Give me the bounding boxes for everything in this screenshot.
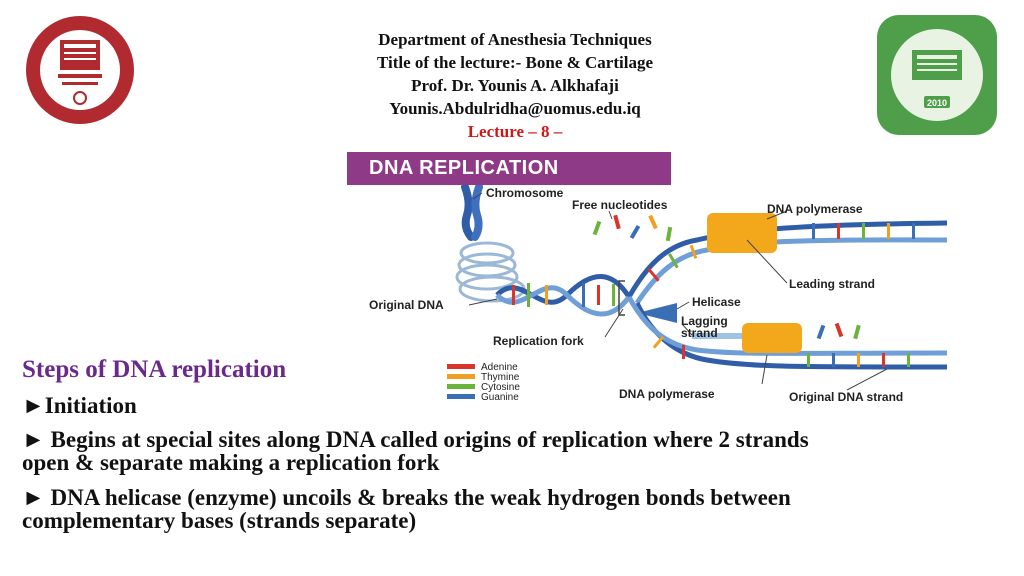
bullet-initiation: ►Initiation [22,393,137,418]
label-leading-strand: Leading strand [789,277,875,291]
bullet-helicase: ► DNA helicase (enzyme) uncoils & breaks… [22,486,791,532]
legend-swatch-cytosine [447,384,475,389]
dna-replication-diagram: Chromosome Free nucleotides DNA polymera… [369,185,947,404]
label-dna-polymerase-bottom: DNA polymerase [619,387,715,401]
legend-swatch-adenine [447,364,475,369]
leading-strand-icon [626,220,947,305]
legend-label-guanine: Guanine [481,392,519,403]
parental-helix-icon [495,274,632,317]
lagging-strand-icon [626,295,947,370]
label-helicase: Helicase [692,295,741,309]
label-dna-polymerase-top: DNA polymerase [767,202,863,216]
bullet-origins: ► Begins at special sites along DNA call… [22,428,809,474]
legend-swatch-thymine [447,374,475,379]
university-logo-right: 2010 [877,15,997,135]
legend-label-thymine: Thymine [481,372,520,383]
dna-polymerase-top-icon [707,213,777,253]
label-original-dna: Original DNA [369,298,444,312]
steps-heading: Steps of DNA replication [22,356,287,383]
bullet-origins-line1: ► Begins at special sites along DNA call… [22,427,809,452]
free-nucleotides-icon [592,214,673,242]
label-free-nucleotides: Free nucleotides [572,198,668,212]
lecture-header: Department of Anesthesia Techniques Titl… [300,28,730,143]
bullet-helicase-line1: ► DNA helicase (enzyme) uncoils & breaks… [22,485,791,510]
base-legend: Adenine Thymine Cytosine Guanine [447,362,520,403]
lecture-number: Lecture – 8 – [467,122,563,141]
bullet-helicase-line2: complementary bases (strands separate) [22,508,417,533]
logo-year: 2010 [927,98,947,108]
label-chromosome: Chromosome [486,186,564,200]
department-name: Department of Anesthesia Techniques [378,30,652,49]
label-original-dna-strand: Original DNA strand [789,390,903,404]
dna-polymerase-bottom-icon [742,323,802,353]
free-nucleotides-lower-icon [816,322,861,340]
banner-title: DNA REPLICATION [369,157,559,179]
legend-swatch-guanine [447,394,475,399]
label-lagging-strand-1: Lagging [681,314,728,328]
lecture-title: Title of the lecture:- Bone & Cartilage [376,53,654,72]
helicase-icon [637,303,677,323]
chromosome-icon [461,185,483,241]
diagram-banner: DNA REPLICATION [347,152,671,185]
bullet-origins-line2: open & separate making a replication for… [22,450,440,475]
label-lagging-strand-2: strand [681,326,718,340]
professor-name: Prof. Dr. Younis A. Alkhafaji [411,76,619,95]
legend-label-adenine: Adenine [481,362,518,373]
legend-label-cytosine: Cytosine [481,382,520,393]
professor-email: Younis.Abdulridha@uomus.edu.iq [389,99,641,118]
label-replication-fork: Replication fork [493,334,584,348]
university-logo-left [26,16,134,124]
